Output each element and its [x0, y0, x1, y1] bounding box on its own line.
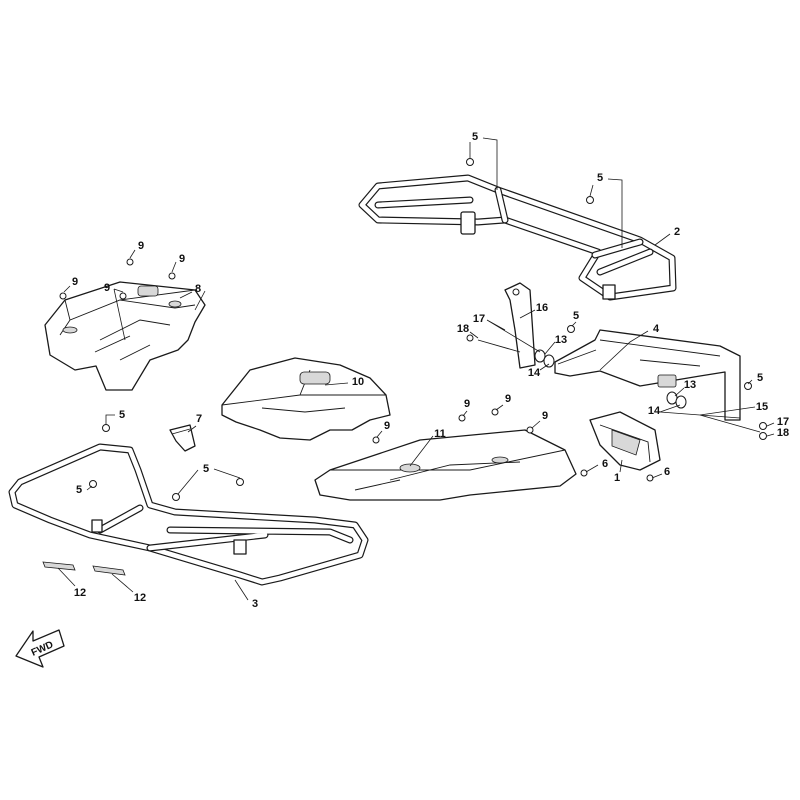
callout-label: 9	[464, 398, 470, 410]
center-cover	[221, 357, 391, 441]
callout-label: 13	[684, 379, 696, 391]
callout-label: 18	[777, 427, 789, 439]
callout-label: 12	[74, 587, 86, 599]
forward-arrow-icon: FWD	[15, 629, 65, 668]
rear-rack-mount	[460, 211, 476, 235]
callout-label: 3	[252, 598, 258, 610]
long-bolt-left	[477, 339, 521, 353]
bushing-set-left	[534, 349, 555, 368]
decal-left	[42, 561, 76, 571]
callout-label: 5	[76, 484, 82, 496]
callout-label: 14	[528, 367, 541, 379]
callout-label: 5	[757, 372, 763, 384]
rear-bracket	[554, 329, 741, 421]
callout-label: 6	[664, 466, 670, 478]
callout-label: 7	[196, 413, 202, 425]
bushing-set-right	[666, 391, 687, 409]
fasteners	[59, 158, 767, 501]
rear-rack-foot	[602, 284, 616, 300]
callout-label: 9	[384, 420, 390, 432]
front-rack-mount	[233, 539, 247, 555]
callout-label: 4	[653, 323, 660, 335]
callout-label: 11	[434, 428, 446, 440]
rear-rack-frame	[358, 174, 677, 301]
callout-label: 5	[472, 131, 478, 143]
left-rack-cover	[44, 281, 206, 391]
leader-lines	[57, 137, 775, 601]
callout-label: 12	[134, 592, 146, 604]
callout-label: 5	[203, 463, 209, 475]
callout-labels: 5 5 2 9 9 9 9 8 16 5 4 17 18 13 14 10 13…	[72, 131, 789, 610]
callout-label: 16	[536, 302, 548, 314]
callout-label: 9	[104, 282, 110, 294]
callout-label: 14	[648, 405, 661, 417]
skid-plate	[589, 411, 661, 471]
callout-label: 5	[573, 310, 579, 322]
callout-label: 5	[119, 409, 125, 421]
callout-label: 8	[195, 283, 201, 295]
lower-center-panel	[314, 429, 577, 501]
callout-label: 17	[473, 313, 485, 325]
callout-label: 6	[602, 458, 608, 470]
support-plate	[504, 282, 536, 369]
callout-label: 9	[179, 253, 185, 265]
front-rack-foot	[91, 519, 103, 533]
callout-label: 15	[756, 401, 768, 413]
front-rack-frame	[8, 443, 369, 586]
callout-label: 9	[505, 393, 511, 405]
callout-label: 9	[138, 240, 144, 252]
callout-label: 17	[777, 416, 789, 428]
callout-label: 2	[674, 226, 680, 238]
callout-label: 5	[597, 172, 603, 184]
callout-label: 9	[72, 276, 78, 288]
callout-label: 13	[555, 334, 567, 346]
callout-label: 10	[352, 376, 364, 388]
long-bolt-right	[699, 414, 761, 433]
callout-label: 9	[542, 410, 548, 422]
callout-label: 1	[614, 472, 620, 484]
small-bracket	[169, 424, 196, 452]
decal-right	[92, 565, 126, 576]
callout-label: 18	[457, 323, 469, 335]
